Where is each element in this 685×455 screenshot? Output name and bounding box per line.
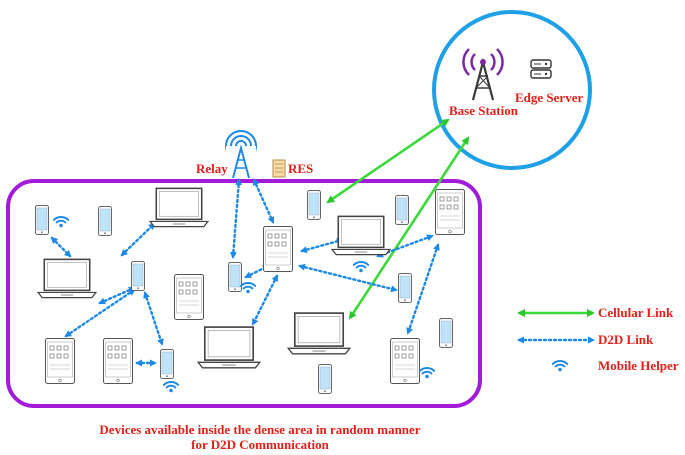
d2d-link <box>120 222 156 257</box>
d2d-link <box>300 237 344 254</box>
legend-mobile-helper-label: Mobile Helper <box>598 358 679 373</box>
d2d-link <box>143 291 164 346</box>
legend-cellular-link-label: Cellular Link <box>598 305 674 320</box>
d2d-link <box>406 243 440 335</box>
legend-symbols <box>517 309 595 372</box>
laptop <box>37 258 97 299</box>
phone <box>439 318 453 348</box>
laptops <box>37 187 391 369</box>
phone <box>228 262 242 292</box>
legend-d2d-link-label: D2D Link <box>598 332 654 347</box>
mobile-helper-icon <box>240 282 256 294</box>
mobile-helper-icon <box>163 381 179 393</box>
mobile-helper-icon <box>419 367 435 379</box>
phone <box>131 261 145 291</box>
d2d-link <box>251 274 279 326</box>
tablet <box>174 274 204 320</box>
phone <box>395 195 409 225</box>
base-station-tower-icon <box>462 48 504 101</box>
d2d-link <box>64 288 136 338</box>
legend-mobile-helper-icon <box>552 360 568 372</box>
relay-tower-icon <box>225 130 257 179</box>
edge-server-icon <box>530 59 552 79</box>
tablet <box>435 189 465 235</box>
laptop <box>197 326 261 369</box>
dense-area-border <box>6 179 482 408</box>
d2d-link <box>298 263 398 293</box>
d2d-link <box>229 178 243 259</box>
phone <box>307 190 321 220</box>
tablet <box>103 338 133 384</box>
tablet <box>263 226 293 272</box>
d2d-link <box>50 236 72 258</box>
caption-line-1: Devices available inside the dense area … <box>99 422 421 437</box>
res-label: RES <box>288 161 314 176</box>
res-device-icon <box>272 159 286 178</box>
phone <box>98 206 112 236</box>
base-station-label: Base Station <box>449 103 518 118</box>
tablet <box>390 338 420 384</box>
laptop <box>287 312 351 355</box>
phone <box>160 349 174 379</box>
phone <box>398 273 412 303</box>
d2d-link <box>252 178 275 224</box>
caption-line-2: for D2D Communication <box>191 437 329 452</box>
edge-cloud-circle <box>432 10 592 170</box>
laptop <box>331 215 391 256</box>
mobile-helper-icon <box>53 216 69 228</box>
phone <box>318 364 332 394</box>
relay-label: Relay <box>196 161 228 176</box>
cellular-link <box>326 118 450 204</box>
edge-server-label: Edge Server <box>515 90 584 105</box>
laptop <box>149 187 209 228</box>
mobile-helper-icon <box>353 261 369 273</box>
phone <box>35 205 49 235</box>
tablet <box>45 338 75 384</box>
